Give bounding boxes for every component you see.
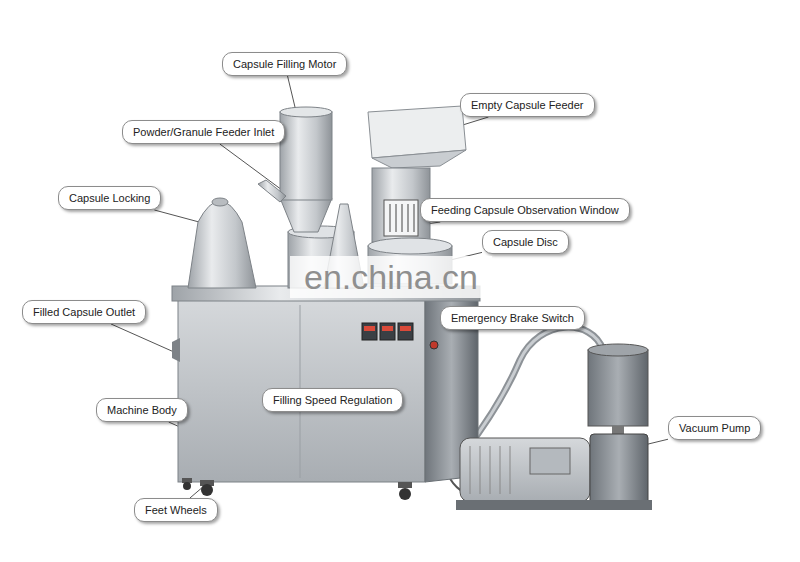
part-label: Filled Capsule Outlet (33, 306, 135, 318)
callout-box: Vacuum Pump (668, 416, 761, 440)
callout-box: Capsule Locking (58, 186, 161, 210)
callout-box: Feet Wheels (134, 498, 218, 522)
callout-box: Emergency Brake Switch (440, 306, 585, 330)
part-label: Feet Wheels (145, 504, 207, 516)
callout-box: Filling Speed Regulation (262, 388, 403, 412)
watermark: en.china.cn (290, 256, 492, 298)
part-label: Empty Capsule Feeder (471, 99, 584, 111)
callout-box: Powder/Granule Feeder Inlet (122, 120, 285, 144)
leader-line (111, 324, 174, 352)
callout-box: Empty Capsule Feeder (460, 93, 595, 117)
callout-box: Capsule Disc (482, 230, 569, 254)
part-label: Capsule Disc (493, 236, 558, 248)
part-label: Filling Speed Regulation (273, 394, 392, 406)
part-label: Capsule Filling Motor (233, 58, 336, 70)
callout-box: Machine Body (96, 398, 188, 422)
part-label: Capsule Locking (69, 192, 150, 204)
part-label: Powder/Granule Feeder Inlet (133, 126, 274, 138)
part-label: Feeding Capsule Observation Window (431, 204, 619, 216)
part-label: Vacuum Pump (679, 422, 750, 434)
part-label: Machine Body (107, 404, 177, 416)
callout-box: Feeding Capsule Observation Window (420, 198, 630, 222)
callout-box: Capsule Filling Motor (222, 52, 347, 76)
callout-box: Filled Capsule Outlet (22, 300, 146, 324)
part-label: Emergency Brake Switch (451, 312, 574, 324)
leader-line (220, 144, 282, 190)
